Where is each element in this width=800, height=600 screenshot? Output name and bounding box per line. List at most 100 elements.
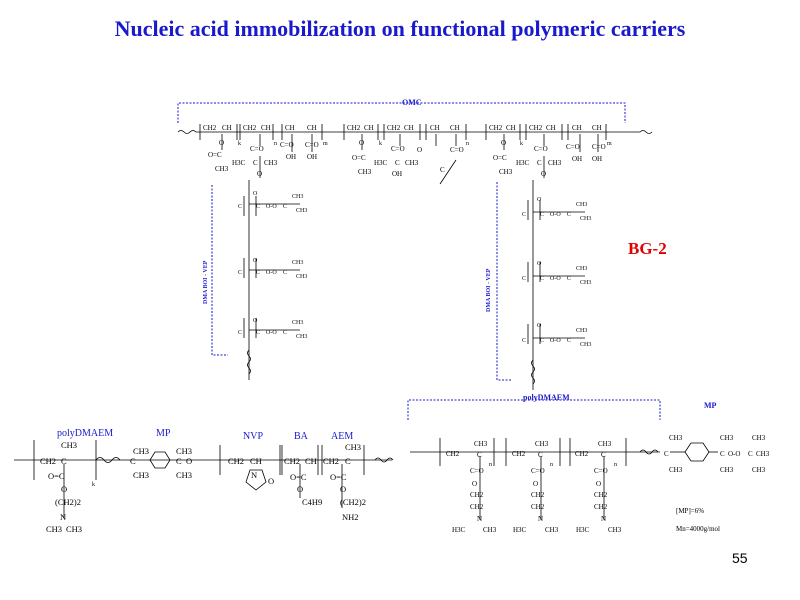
svg-text:k: k xyxy=(238,141,241,147)
svg-text:CH3: CH3 xyxy=(545,526,559,534)
svg-text:O=C: O=C xyxy=(493,154,507,162)
svg-text:C: C xyxy=(664,450,669,458)
svg-text:CH2: CH2 xyxy=(228,456,244,466)
svg-text:CH: CH xyxy=(364,124,374,132)
svg-text:C: C xyxy=(540,212,544,218)
svg-text:(CH2)2: (CH2)2 xyxy=(55,497,81,507)
svg-text:C: C xyxy=(130,456,136,466)
svg-text:CH2: CH2 xyxy=(594,503,608,511)
svg-text:CH3: CH3 xyxy=(264,159,278,167)
svg-text:CH: CH xyxy=(307,124,317,132)
right-chain-bracket xyxy=(496,182,512,381)
svg-text:C: C xyxy=(522,338,526,344)
svg-text:O: O xyxy=(253,191,258,197)
left-pendant-atoms: O C C O-O C CH3 CH3 O C C O-O C CH3 CH3 … xyxy=(238,191,307,340)
svg-text:CH3: CH3 xyxy=(669,466,683,474)
svg-text:O-O: O-O xyxy=(266,330,277,336)
svg-text:CH3: CH3 xyxy=(752,434,766,442)
svg-text:CH3: CH3 xyxy=(176,446,192,456)
polydmaem-bracket xyxy=(407,399,661,420)
svg-text:N: N xyxy=(477,515,482,523)
svg-text:CH: CH xyxy=(546,124,556,132)
svg-text:CH3: CH3 xyxy=(576,202,587,208)
svg-text:CH3: CH3 xyxy=(215,165,229,173)
svg-text:C: C xyxy=(238,330,242,336)
svg-text:C: C xyxy=(345,456,351,466)
slide-title: Nucleic acid immobilization on functiona… xyxy=(114,16,686,41)
svg-text:CH3: CH3 xyxy=(535,440,549,448)
svg-text:N: N xyxy=(601,515,606,523)
mp-top-label: MP xyxy=(704,401,717,410)
svg-text:O-O: O-O xyxy=(550,276,561,282)
svg-text:C: C xyxy=(522,276,526,282)
svg-text:O=C: O=C xyxy=(352,154,366,162)
svg-text:NH2: NH2 xyxy=(342,512,359,522)
svg-text:O: O xyxy=(596,480,601,488)
svg-text:O: O xyxy=(537,323,542,329)
svg-text:CH3: CH3 xyxy=(61,440,77,450)
svg-text:CH3: CH3 xyxy=(66,524,82,534)
svg-text:O=C: O=C xyxy=(290,472,307,482)
svg-text:C=O: C=O xyxy=(280,141,294,149)
svg-text:CH3: CH3 xyxy=(499,168,513,176)
svg-text:CH3: CH3 xyxy=(669,434,683,442)
svg-text:CH: CH xyxy=(404,124,414,132)
svg-text:C=O: C=O xyxy=(450,146,464,154)
svg-text:CH3: CH3 xyxy=(598,440,612,448)
svg-text:CH: CH xyxy=(592,124,602,132)
svg-text:n: n xyxy=(550,462,553,468)
svg-text:CH3: CH3 xyxy=(358,168,372,176)
svg-text:CH2: CH2 xyxy=(347,124,361,132)
svg-text:N: N xyxy=(538,515,543,523)
svg-text:CH: CH xyxy=(450,124,460,132)
svg-text:O: O xyxy=(541,170,546,178)
svg-text:O=C: O=C xyxy=(330,472,347,482)
svg-text:C: C xyxy=(540,338,544,344)
svg-text:C: C xyxy=(720,450,725,458)
svg-text:CH3: CH3 xyxy=(720,434,734,442)
svg-text:n: n xyxy=(274,141,277,147)
svg-text:H3C: H3C xyxy=(513,526,527,534)
copolymer-atoms: CH2 CH3 C O=C O (CH2)2 N CH3 CH3 k CH3 C… xyxy=(40,440,366,534)
svg-text:CH3: CH3 xyxy=(133,446,149,456)
svg-text:CH3: CH3 xyxy=(608,526,622,534)
svg-text:n: n xyxy=(489,462,492,468)
svg-text:C: C xyxy=(256,330,260,336)
svg-text:C: C xyxy=(440,166,445,174)
svg-text:O-O: O-O xyxy=(550,338,561,344)
svg-text:CH3: CH3 xyxy=(296,274,307,280)
svg-text:CH2: CH2 xyxy=(489,124,503,132)
svg-text:CH3: CH3 xyxy=(720,466,734,474)
svg-text:k: k xyxy=(379,141,382,147)
svg-text:O-O: O-O xyxy=(550,212,561,218)
svg-text:CH: CH xyxy=(572,124,582,132)
svg-text:CH3: CH3 xyxy=(580,216,591,222)
svg-text:CH2: CH2 xyxy=(575,450,589,458)
svg-text:CH3: CH3 xyxy=(46,524,62,534)
svg-text:H3C: H3C xyxy=(516,159,530,167)
polydmaem-structure xyxy=(410,438,718,520)
svg-text:CH3: CH3 xyxy=(292,194,303,200)
svg-text:CH3: CH3 xyxy=(548,159,562,167)
svg-text:H3C: H3C xyxy=(232,159,246,167)
svg-text:m: m xyxy=(607,141,612,147)
svg-text:C4H9: C4H9 xyxy=(302,497,322,507)
svg-text:CH: CH xyxy=(250,456,262,466)
svg-text:CH3: CH3 xyxy=(576,266,587,272)
svg-text:C: C xyxy=(283,204,287,210)
svg-text:C: C xyxy=(567,338,571,344)
omc-backbone xyxy=(177,124,653,185)
svg-text:CH2: CH2 xyxy=(470,491,484,499)
svg-text:O: O xyxy=(253,318,258,324)
svg-text:N: N xyxy=(251,470,257,480)
polydmaem-top-label: polyDMAEM xyxy=(523,393,570,402)
svg-text:CH3: CH3 xyxy=(752,466,766,474)
omc-bracket xyxy=(177,102,626,123)
svg-text:O: O xyxy=(533,480,538,488)
polydmaem-atoms: CH2 CH3 C C=O O CH2 CH2 N H3C CH3 n CH2 … xyxy=(446,434,770,534)
svg-text:O: O xyxy=(61,484,67,494)
svg-text:CH3: CH3 xyxy=(345,442,361,452)
svg-text:C: C xyxy=(61,456,67,466)
svg-text:C: C xyxy=(238,204,242,210)
svg-text:C: C xyxy=(748,450,753,458)
